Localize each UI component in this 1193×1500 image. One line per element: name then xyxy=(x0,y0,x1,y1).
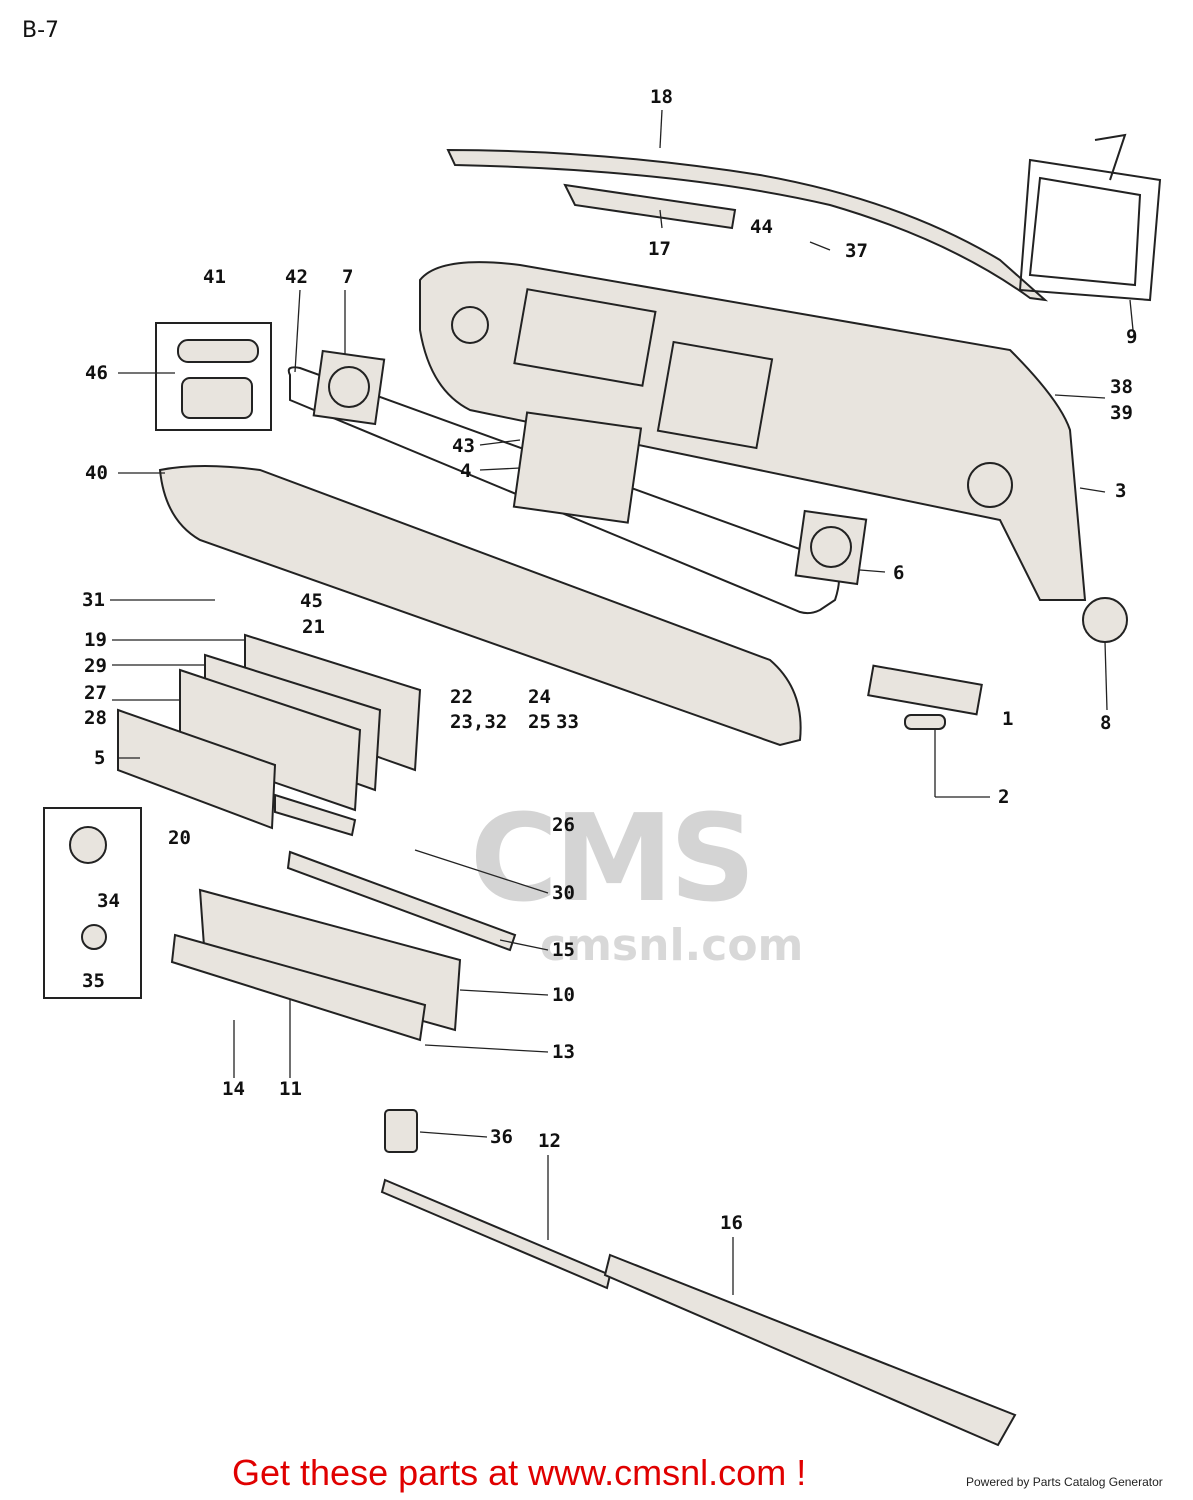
callout-36: 36 xyxy=(490,1126,513,1148)
callout-34: 34 xyxy=(97,890,120,912)
gauge-hole-left xyxy=(451,306,489,344)
callout-5: 5 xyxy=(94,747,106,769)
inset-box xyxy=(155,322,272,431)
callout-39: 39 xyxy=(1110,402,1133,424)
callout-6: 6 xyxy=(893,562,905,584)
callout-38: 38 xyxy=(1110,376,1133,398)
callout-40: 40 xyxy=(85,462,108,484)
lamp-lens xyxy=(1082,597,1128,643)
switch-knob xyxy=(904,714,946,730)
callout-11: 11 xyxy=(279,1078,302,1100)
dash-top-pad xyxy=(446,148,1049,302)
speaker-bezel-right xyxy=(794,509,868,586)
callout-3: 3 xyxy=(1115,480,1127,502)
bracket-frame xyxy=(1018,133,1162,302)
callout-25: 25 xyxy=(528,711,551,733)
trim-strip-lower xyxy=(286,850,517,952)
callout-46: 46 xyxy=(85,362,108,384)
powered-by-credit: Powered by Parts Catalog Generator xyxy=(966,1475,1163,1489)
get-parts-link[interactable]: Get these parts at www.cmsnl.com ! xyxy=(232,1452,807,1493)
lower-panel-opening xyxy=(513,288,657,387)
glove-lid xyxy=(170,933,427,1042)
cluster-cover xyxy=(117,708,277,830)
speaker-bezel-left xyxy=(312,349,386,426)
callout-26: 26 xyxy=(552,814,575,836)
callout-29: 29 xyxy=(84,655,107,677)
callout-15: 15 xyxy=(552,939,575,961)
callout-17: 17 xyxy=(648,238,671,260)
callout-30: 30 xyxy=(552,882,575,904)
dash-panel xyxy=(419,261,1087,601)
glove-box xyxy=(198,888,462,1032)
hinge-bracket xyxy=(384,1109,418,1153)
callout-27: 27 xyxy=(84,682,107,704)
callout-42: 42 xyxy=(285,266,308,288)
meter-glass xyxy=(179,668,362,812)
lower-support-rail xyxy=(603,1253,1017,1447)
callout-24: 24 xyxy=(528,686,551,708)
defroster-grille xyxy=(563,183,737,230)
callout-4: 4 xyxy=(460,460,472,482)
callout-18: 18 xyxy=(650,86,673,108)
callout-20: 20 xyxy=(168,827,191,849)
callout-45: 45 xyxy=(300,590,323,612)
watermark-logo: CMS xyxy=(470,790,756,929)
diagram-title: B-7 xyxy=(22,18,60,43)
callout-41: 41 xyxy=(203,266,226,288)
gauge-hole-right xyxy=(967,462,1013,508)
callout-31: 31 xyxy=(82,589,105,611)
callout-23-32: 23,32 xyxy=(450,711,508,733)
callout-13: 13 xyxy=(552,1041,575,1063)
callout-9: 9 xyxy=(1126,326,1138,348)
callout-1: 1 xyxy=(1002,708,1014,730)
trim-strip-upper xyxy=(274,793,357,837)
callout-12: 12 xyxy=(538,1130,561,1152)
callout-8: 8 xyxy=(1100,712,1112,734)
callout-35: 35 xyxy=(82,970,105,992)
watermark-url: cmsnl.com xyxy=(540,920,804,971)
callout-19: 19 xyxy=(84,629,107,651)
callout-37: 37 xyxy=(845,240,868,262)
center-opening xyxy=(656,340,774,450)
leader-lines xyxy=(110,109,1134,1295)
callout-44: 44 xyxy=(750,216,773,238)
support-rail xyxy=(380,1178,612,1290)
callout-43: 43 xyxy=(452,435,475,457)
callout-28: 28 xyxy=(84,707,107,729)
callout-33: 33 xyxy=(556,711,579,733)
inset-box-lock xyxy=(43,807,142,999)
callout-21: 21 xyxy=(302,616,325,638)
callout-14: 14 xyxy=(222,1078,245,1100)
lower-dash-pad xyxy=(158,465,802,747)
callout-7: 7 xyxy=(342,266,354,288)
callout-16: 16 xyxy=(720,1212,743,1234)
switch-assembly xyxy=(867,664,983,716)
callout-22: 22 xyxy=(450,686,473,708)
center-panel xyxy=(512,411,643,524)
callout-2: 2 xyxy=(998,786,1010,808)
callout-10: 10 xyxy=(552,984,575,1006)
